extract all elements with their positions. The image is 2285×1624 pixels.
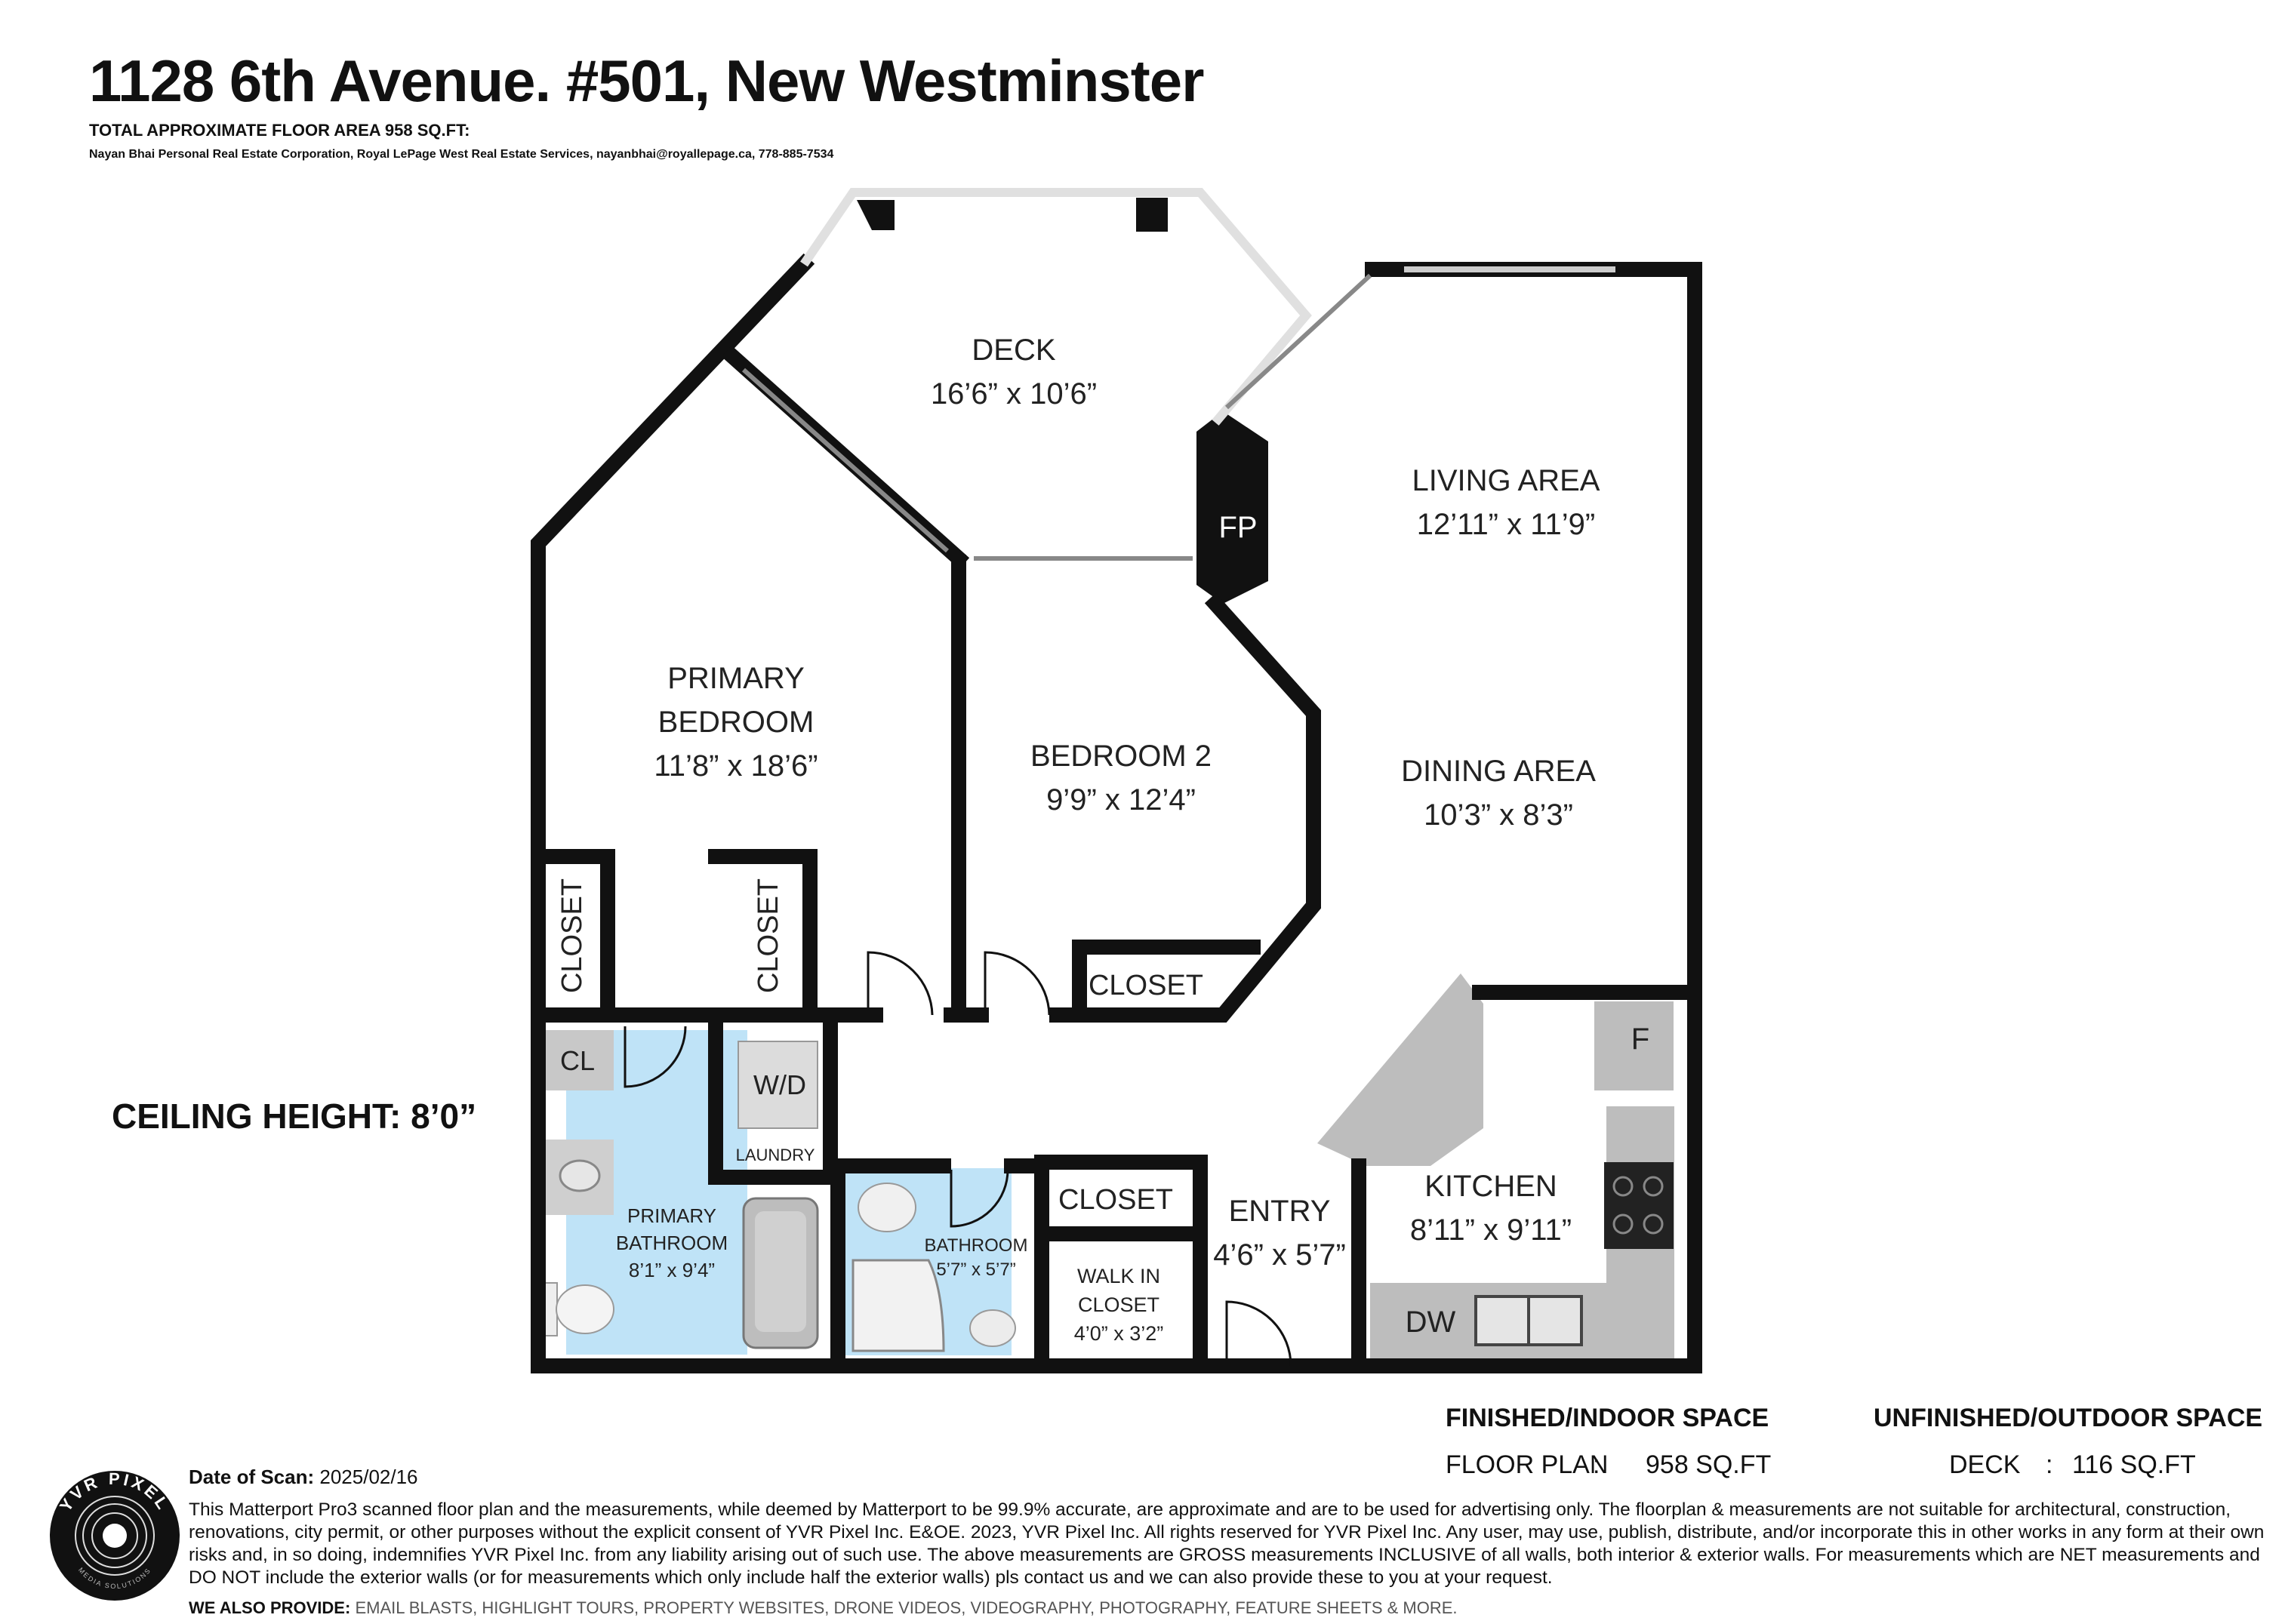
primary-bedroom-label-2: BEDROOM — [658, 706, 815, 739]
kitchen-island — [1317, 973, 1483, 1166]
unfinished-heading: UNFINISHED/OUTDOOR SPACE — [1874, 1404, 2263, 1432]
toilet-icon — [556, 1284, 614, 1334]
washer-dryer-label: W/D — [753, 1069, 806, 1100]
closet-label: CLOSET — [556, 878, 588, 993]
living-dims: 12’11” x 11’9” — [1417, 508, 1595, 541]
walkin-label-2: CLOSET — [1078, 1293, 1159, 1316]
washer-dryer — [738, 1041, 818, 1129]
scan-date-label: Date of Scan: — [189, 1466, 315, 1488]
living-label: LIVING AREA — [1412, 464, 1600, 497]
door-swing — [950, 1169, 1009, 1228]
unfinished-separator: : — [2046, 1450, 2053, 1479]
agent-contact-line: Nayan Bhai Personal Real Estate Corporat… — [89, 148, 834, 161]
burner-icon — [1643, 1213, 1664, 1235]
burner-icon — [1643, 1176, 1664, 1197]
primary-bedroom-label: PRIMARY — [667, 662, 805, 695]
burner-icon — [1612, 1213, 1634, 1235]
sink2-icon — [969, 1309, 1016, 1347]
deck-post — [1136, 198, 1168, 232]
finished-heading: FINISHED/INDOOR SPACE — [1446, 1404, 1769, 1432]
deck-label: DECK — [972, 334, 1055, 367]
fridge-label: F — [1631, 1023, 1649, 1056]
sliding-door — [1224, 273, 1372, 410]
finished-value: 958 SQ.FT — [1646, 1450, 1772, 1479]
finished-separator: : — [1593, 1450, 1600, 1479]
bedroom2-dims: 9’9” x 12’4” — [1046, 783, 1196, 817]
linen-closet — [538, 1030, 614, 1090]
sliding-door — [742, 368, 949, 553]
shower-icon — [851, 1259, 945, 1352]
services-list: EMAIL BLASTS, HIGHLIGHT TOURS, PROPERTY … — [355, 1598, 1458, 1617]
dishwasher-label: DW — [1406, 1306, 1456, 1339]
scan-date-line: Date of Scan: 2025/02/16 — [189, 1466, 418, 1489]
services-line: WE ALSO PROVIDE: EMAIL BLASTS, HIGHLIGHT… — [189, 1598, 1458, 1618]
entry-dims: 4’6” x 5’7” — [1213, 1238, 1346, 1272]
primary-bath-label: PRIMARY — [627, 1204, 716, 1227]
linen-closet-label: CL — [560, 1045, 595, 1076]
walkin-label: WALK IN — [1077, 1265, 1160, 1287]
closet-label: CLOSET — [753, 878, 784, 993]
fireplace — [1196, 411, 1268, 604]
disclaimer: This Matterport Pro3 scanned floor plan … — [189, 1499, 2265, 1588]
bedroom2-label: BEDROOM 2 — [1030, 740, 1212, 773]
walls — [531, 253, 1702, 1373]
finished-label: FLOOR PLAN — [1446, 1450, 1609, 1479]
fridge — [1594, 1001, 1674, 1090]
page-title: 1128 6th Avenue. #501, New Westminster — [89, 48, 1204, 114]
kitchen-dims: 8’11” x 9’11” — [1410, 1213, 1572, 1247]
fireplace-label: FP — [1218, 511, 1257, 544]
scan-date: 2025/02/16 — [319, 1466, 418, 1488]
closet-label: CLOSET — [1058, 1184, 1173, 1216]
dining-dims: 10’3” x 8’3” — [1424, 798, 1573, 832]
unfinished-value: 116 SQ.FT — [2072, 1450, 2196, 1479]
deck-outline — [800, 188, 1312, 426]
toilet2-icon — [858, 1183, 916, 1232]
door-swing — [867, 951, 934, 1016]
deck-post — [857, 200, 895, 230]
unfinished-label: DECK — [1949, 1450, 2021, 1479]
cooktop-icon — [1604, 1162, 1674, 1249]
closet-label: CLOSET — [1089, 970, 1203, 1001]
kitchen-label: KITCHEN — [1424, 1170, 1557, 1203]
door-swing — [624, 1026, 687, 1088]
burner-icon — [1612, 1176, 1634, 1197]
primary-bath-dims: 8’1” x 9’4” — [629, 1259, 715, 1281]
laundry-label: LAUNDRY — [736, 1146, 815, 1164]
dining-label: DINING AREA — [1401, 755, 1596, 788]
floor-area-subtitle: TOTAL APPROXIMATE FLOOR AREA 958 SQ.FT: — [89, 121, 470, 140]
ceiling-height: CEILING HEIGHT: 8’0” — [112, 1097, 477, 1136]
primary-bath-label-2: BATHROOM — [616, 1232, 728, 1254]
bathroom-label: BATHROOM — [925, 1235, 1028, 1256]
bathroom-dims: 5’7” x 5’7” — [936, 1260, 1015, 1280]
deck-dims: 16’6” x 10’6” — [931, 377, 1097, 411]
vanity-sink-icon — [559, 1159, 601, 1192]
door-swing — [984, 951, 1051, 1016]
yvr-pixel-logo: YVR PIXEL MEDIA SOLUTIONS — [50, 1469, 180, 1601]
services-label: WE ALSO PROVIDE: — [189, 1598, 351, 1617]
walkin-dims: 4’0” x 3’2” — [1074, 1322, 1164, 1345]
bathtub-basin — [755, 1211, 806, 1332]
primary-bedroom-dims: 11’8” x 18’6” — [654, 749, 818, 783]
entry-label: ENTRY — [1229, 1195, 1331, 1228]
door-swing — [1225, 1300, 1292, 1367]
